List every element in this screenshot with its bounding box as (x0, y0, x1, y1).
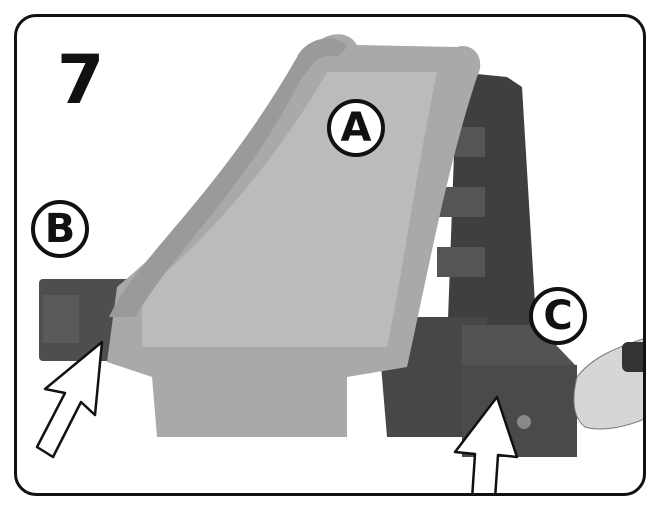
slide-rim-left (109, 38, 347, 318)
callout-a: A (327, 99, 385, 157)
instruction-panel: 7 A B C (14, 14, 646, 496)
slide-assembly-illustration (35, 34, 643, 493)
ladder-step (437, 247, 485, 277)
arrow-icon (35, 340, 104, 459)
callout-a-label: A (340, 105, 372, 151)
wristwatch (622, 342, 643, 372)
arrow-icon (453, 395, 519, 493)
callout-b-label: B (44, 206, 76, 252)
callout-c-label: C (543, 293, 573, 339)
base-rail-left-face (43, 295, 79, 343)
callout-c: C (529, 287, 587, 345)
step-number: 7 (57, 41, 105, 120)
callout-b: B (31, 200, 89, 258)
bolt-hole (517, 415, 531, 429)
